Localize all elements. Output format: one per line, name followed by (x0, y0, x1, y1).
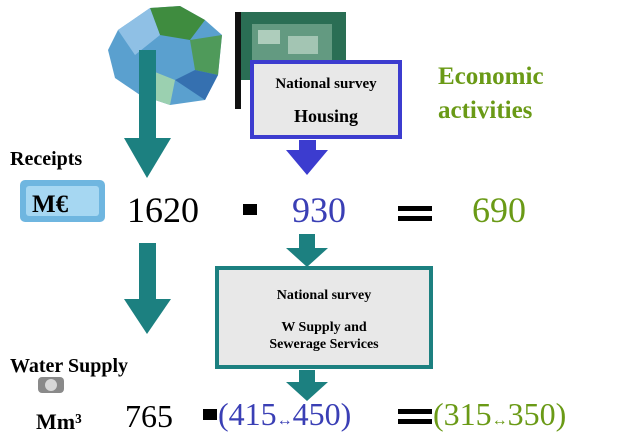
equals-water-top (398, 409, 432, 414)
economic-low: 315 (443, 396, 492, 432)
paren-open-housing: ( (218, 396, 229, 432)
survey-water-line3: Sewerage Services (269, 337, 379, 352)
equals-receipts-bottom (398, 216, 432, 221)
survey-housing-line1: National survey (275, 76, 377, 92)
economic-line2: activities (438, 97, 533, 124)
economic-activities-label: Economic activities (438, 60, 544, 128)
receipts-unit: M€ (32, 191, 69, 218)
housing-low: 415 (228, 396, 277, 432)
water-meter-icon (38, 377, 64, 393)
survey-water-line2: W Supply and (281, 320, 367, 335)
equals-water-bottom (398, 419, 432, 424)
receipts-housing: 930 (292, 190, 346, 230)
arrow-housing-to-930 (286, 140, 328, 175)
minus-sign-receipts (243, 204, 257, 215)
survey-housing-line2: Housing (293, 106, 359, 126)
survey-water-box: National survey W Supply and Sewerage Se… (215, 266, 433, 369)
economic-high: 350 (507, 396, 556, 432)
arrow-receipts-to-water (124, 243, 171, 334)
range-arrow-economic: ↔ (491, 412, 508, 429)
paren-close-economic: ) (555, 396, 567, 432)
economic-range: (315↔350) (433, 398, 566, 430)
water-supply-label: Water Supply (10, 355, 128, 377)
survey-water-line1: National survey (276, 288, 372, 303)
equals-receipts-top (398, 206, 432, 211)
economic-line1: Economic (438, 63, 544, 90)
arrow-water-box-to-range (286, 370, 328, 401)
receipts-economic: 690 (472, 190, 526, 230)
water-supply-total: 765 (125, 398, 173, 434)
survey-housing-box: National survey Housing (250, 60, 402, 139)
paren-open-economic: ( (433, 396, 444, 432)
paren-close-housing: ) (340, 396, 352, 432)
housing-range: (415↔450) (218, 398, 351, 430)
receipts-label: Receipts (10, 148, 83, 170)
housing-high: 450 (292, 396, 341, 432)
receipts-total: 1620 (127, 190, 199, 230)
minus-sign-water (203, 409, 217, 420)
banknote-icon (20, 180, 105, 222)
arrow-930-to-water-box (286, 234, 328, 267)
arrow-map-to-receipts (124, 50, 171, 178)
water-supply-unit: Mm³ (36, 409, 82, 434)
france-map-image (108, 6, 222, 105)
range-arrow-housing: ↔ (276, 412, 293, 429)
